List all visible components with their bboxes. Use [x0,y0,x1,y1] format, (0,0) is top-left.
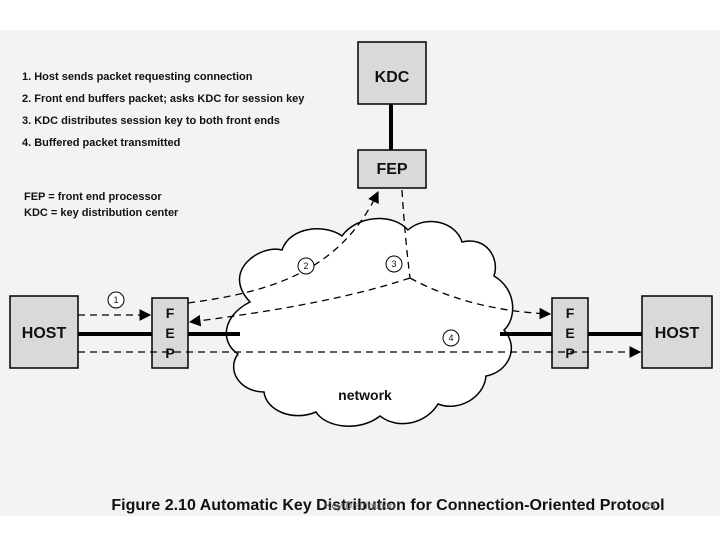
host-right-box [641,295,713,369]
fep-top-box [357,149,427,189]
marker-4 [442,329,460,347]
marker-2 [297,257,315,275]
step-4: 4. Buffered packet transmitted [22,137,180,149]
fep-left-letter-f: F [166,305,175,321]
host-left-label: HOST [22,325,67,342]
marker-4-label: 4 [448,333,453,343]
kdc-label: KDC [375,69,410,86]
slide-page-number: 25 [644,501,656,512]
steps-list: 1. Host sends packet requesting connecti… [22,71,305,149]
path-step-3-trunk [401,189,411,279]
slide-footer-text: Key Distribution [325,501,395,512]
fep-right-letter-e: E [565,325,574,341]
host-left-box [9,295,79,369]
marker-2-label: 2 [303,261,308,271]
path-step-3-right [409,277,552,320]
marker-1-label: 1 [113,295,118,305]
fep-top-label: FEP [376,161,407,178]
step-3: 3. KDC distributes session key to both f… [22,115,280,127]
step-2: 2. Front end buffers packet; asks KDC fo… [22,93,305,105]
network-cloud [225,217,514,427]
marker-1 [107,291,125,309]
legend-fep: FEP = front end processor [24,191,162,203]
fep-left-letter-p: P [165,345,174,361]
network-label: network [338,387,392,403]
figure-caption: Figure 2.10 Automatic Key Distribution f… [111,497,664,514]
fep-left-box [151,297,189,369]
legend-kdc: KDC = key distribution center [24,207,179,219]
marker-3 [385,255,403,273]
fep-right-letter-f: F [566,305,575,321]
kdc-box [357,41,427,105]
path-step-3-left [188,277,411,327]
fep-right-letter-p: P [565,345,574,361]
path-step-2 [187,190,379,304]
fep-left-letter-e: E [165,325,174,341]
abbreviation-legend: FEP = front end processor KDC = key dist… [24,191,179,219]
step-markers: 1 2 3 4 [107,255,460,347]
host-right-label: HOST [655,325,700,342]
step-1: 1. Host sends packet requesting connecti… [22,71,253,83]
fep-right-box [551,297,589,369]
marker-3-label: 3 [391,259,396,269]
